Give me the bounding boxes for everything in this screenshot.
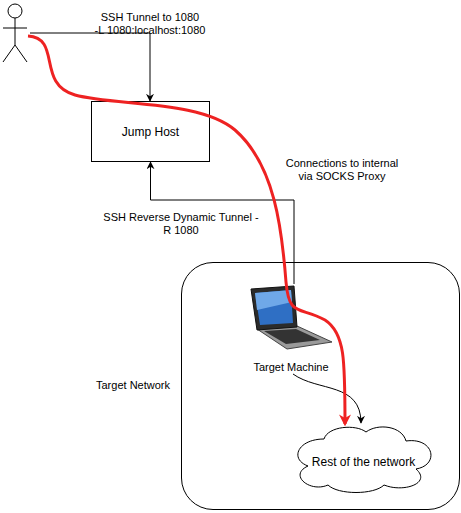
annotation-label: Connections to internal via SOCKS Proxy bbox=[281, 157, 403, 183]
laptop-screen-glare bbox=[255, 290, 292, 310]
node-label: Jump Host bbox=[122, 125, 179, 139]
machine-node: Target Machine bbox=[246, 284, 336, 374]
group-label: Target Network bbox=[96, 379, 170, 391]
tunnel-arrow bbox=[30, 33, 150, 101]
network-cloud: Rest of the network bbox=[286, 423, 441, 493]
laptop-icon bbox=[246, 284, 336, 354]
laptop-keyboard bbox=[264, 329, 320, 344]
cloud-shape bbox=[298, 427, 431, 493]
edge-label: SSH Reverse Dynamic Tunnel -R 1080 bbox=[103, 211, 259, 237]
cloud-text-wrap: Rest of the network bbox=[286, 423, 441, 493]
network-group: Target NetworkTarget MachineRest of the … bbox=[181, 262, 460, 510]
traffic-path bbox=[28, 36, 345, 424]
node-label: Target Machine bbox=[236, 361, 346, 373]
connector bbox=[293, 374, 361, 423]
annotation-label: -L 1080:localhost:1080 bbox=[60, 24, 240, 37]
laptop-screen-frame bbox=[251, 286, 297, 330]
user-figure bbox=[3, 4, 27, 62]
host-box: Jump Host bbox=[91, 101, 210, 162]
node-label: Rest of the network bbox=[312, 455, 415, 469]
annotation-label: SSH Tunnel to 1080 bbox=[60, 11, 240, 24]
laptop-screen bbox=[255, 290, 293, 325]
